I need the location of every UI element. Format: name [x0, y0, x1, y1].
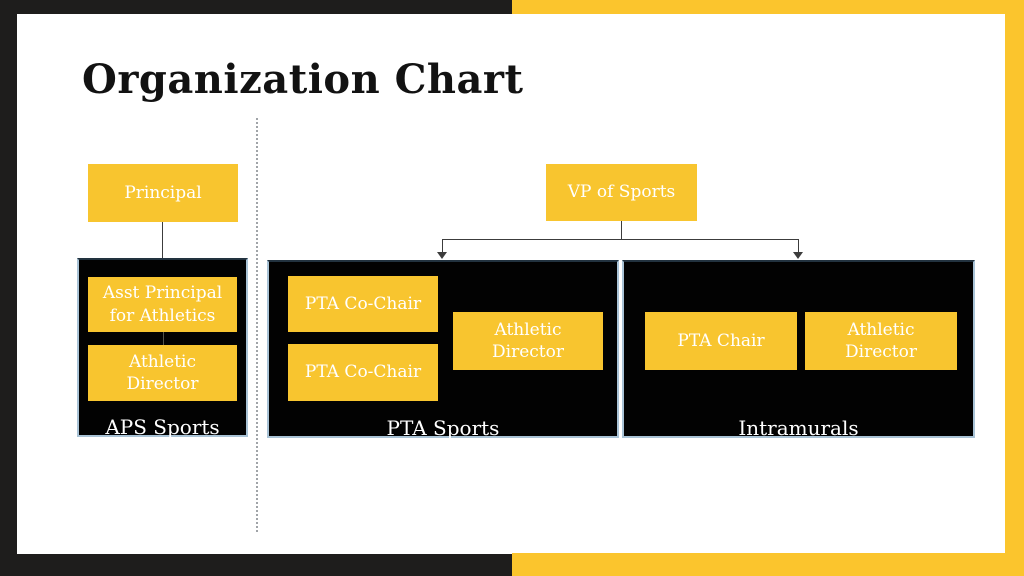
frame-bottom-black-bar	[0, 554, 512, 576]
org-node-pta-chair: PTA Chair	[645, 312, 797, 370]
org-node-pta-co-chair-1: PTA Co-Chair	[288, 276, 438, 332]
org-node-athletic-director-intramurals: Athletic Director	[805, 312, 957, 370]
connector-drop-to-pta-sports	[442, 239, 443, 253]
connector-vp-stem	[621, 221, 622, 240]
frame-top-yellow-bar	[512, 0, 1024, 14]
frame-top-black-bar	[0, 0, 512, 14]
section-divider-dotted-line	[256, 118, 258, 532]
org-node-athletic-director-aps: Athletic Director	[88, 345, 237, 401]
connector-asst-principal-to-athletic-director	[163, 332, 164, 345]
frame-left-black-bar	[0, 0, 17, 576]
org-node-principal: Principal	[88, 164, 238, 222]
group-panel-pta-sports: PTA Co-Chair PTA Co-Chair Athletic Direc…	[267, 260, 619, 440]
group-label-aps-sports: APS Sports	[105, 415, 220, 439]
connector-vp-branch-horizontal	[442, 239, 798, 240]
org-node-athletic-director-pta: Athletic Director	[453, 312, 603, 370]
group-panel-intramurals: PTA Chair Athletic Director Intramurals	[622, 260, 975, 440]
connector-principal-to-aps-panel	[162, 222, 163, 258]
arrowhead-pta-sports	[437, 252, 447, 259]
org-node-pta-co-chair-2: PTA Co-Chair	[288, 344, 438, 401]
group-label-pta-sports: PTA Sports	[386, 416, 500, 440]
frame-right-yellow-bar	[1005, 0, 1024, 576]
group-label-intramurals: Intramurals	[738, 416, 859, 440]
slide-title: Organization Chart	[82, 56, 524, 103]
arrowhead-intramurals	[793, 252, 803, 259]
frame-bottom-yellow-bar	[512, 553, 1024, 576]
group-panel-aps-sports: Asst Principal for Athletics Athletic Di…	[77, 258, 248, 439]
org-node-asst-principal-for-athletics: Asst Principal for Athletics	[88, 277, 237, 332]
connector-drop-to-intramurals	[798, 239, 799, 253]
org-node-vp-of-sports: VP of Sports	[546, 164, 697, 221]
